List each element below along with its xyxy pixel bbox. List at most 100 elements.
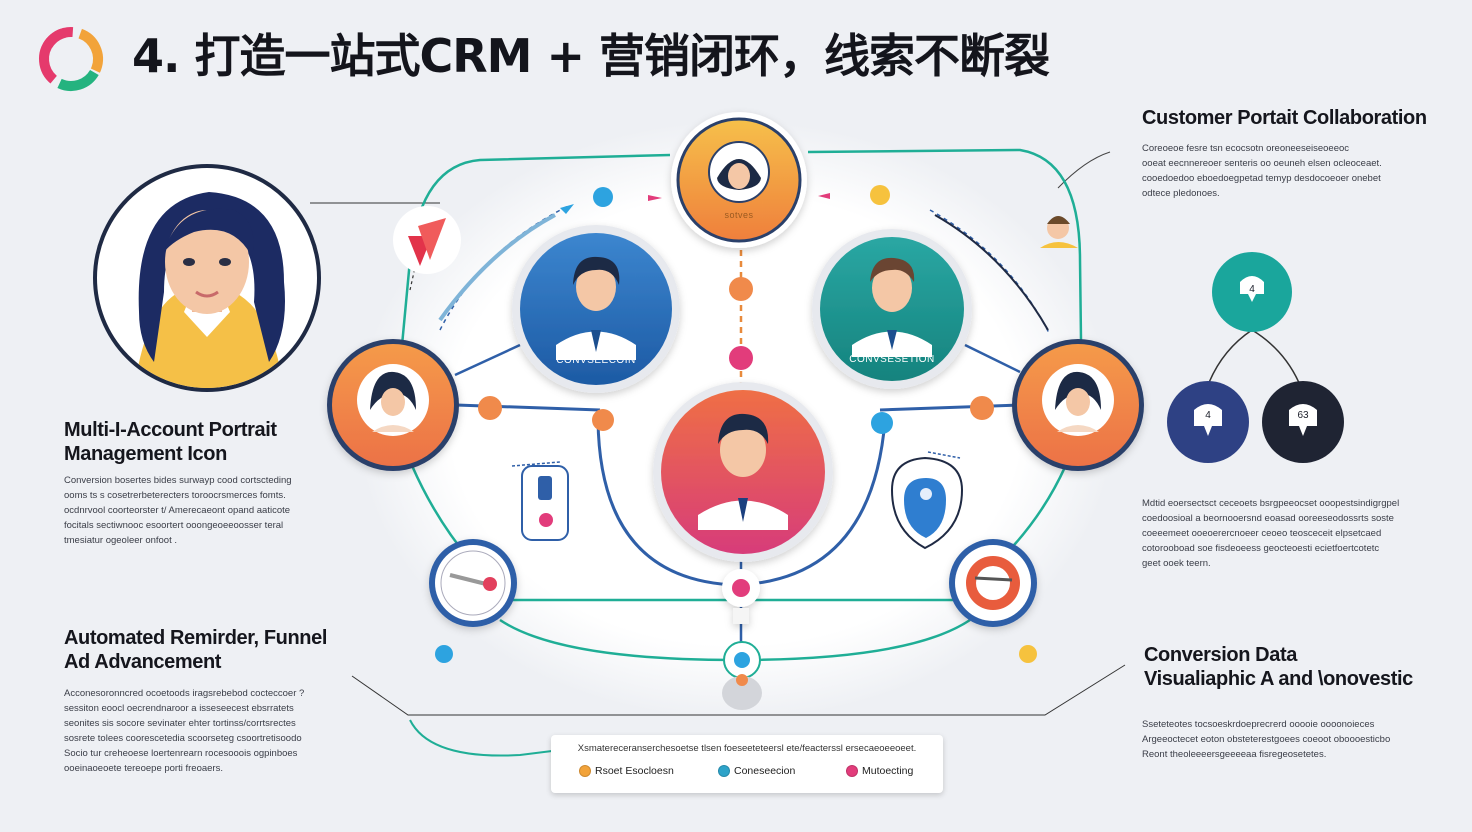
body-line: tmesiatur ogeoleer onfoot . bbox=[64, 535, 178, 546]
accent-dot bbox=[729, 346, 753, 370]
center-node-label: CONVSESTION bbox=[704, 522, 782, 533]
body-line: cooedoedoo eboedoegpetad temyp desdocoeo… bbox=[1142, 173, 1381, 184]
body-line: ooeinaoeoete tereoepe porti freoaers. bbox=[64, 763, 223, 774]
accent-dot bbox=[435, 645, 453, 663]
body-line: ooeat eecnnereoer senteris oo oeuneh els… bbox=[1142, 158, 1382, 169]
left-bottom-body: Acconesoronncred ocoetoods iragsrebebod … bbox=[64, 686, 304, 776]
left-top-title-line2: Management Icon bbox=[64, 443, 227, 465]
accent-dot bbox=[871, 412, 893, 434]
legend-item-label: Coneseecion bbox=[734, 765, 796, 777]
accent-dot bbox=[478, 396, 502, 420]
blue-line bbox=[454, 343, 521, 377]
legend-dot-orange-icon bbox=[579, 765, 591, 777]
body-line: ooms ts s cosetrerbeterecters toroocrsme… bbox=[64, 490, 286, 501]
accent-dot bbox=[1019, 645, 1037, 663]
body-line: Conversion bosertes bides surwayp cood c… bbox=[64, 475, 292, 486]
legend-dot-pink-icon bbox=[846, 765, 858, 777]
left-side-node bbox=[327, 339, 459, 471]
body-line: focitals sectiwnooc esoortert ooongeoeeo… bbox=[64, 520, 284, 531]
legend-caption: Xsmatereceranserchesoetse tlsen foeseete… bbox=[577, 743, 917, 754]
connector-line bbox=[1057, 151, 1111, 189]
legend-item-label: Rsoet Esocloesn bbox=[595, 765, 674, 777]
blue-line bbox=[964, 343, 1021, 374]
body-line: Socio tur creheoese loertenrearn rocesoo… bbox=[64, 748, 298, 759]
arrow-icon bbox=[818, 193, 830, 199]
body-line: odtece pledonoes. bbox=[1142, 188, 1220, 199]
legend-box: Xsmatereceranserchesoetse tlsen foeseete… bbox=[551, 735, 943, 793]
right-bottom-title-line2: Visualiaphic A and \onovestic bbox=[1144, 668, 1413, 690]
badge-top-label: 4 bbox=[1249, 284, 1255, 295]
body-line: cotorooboad soe fisdeoeess geocteoesti e… bbox=[1142, 543, 1380, 554]
center-node: CONVSESTION bbox=[653, 382, 833, 562]
legend-item-2: Coneseecion bbox=[718, 765, 795, 777]
shield-icon bbox=[890, 451, 964, 550]
body-line: Reont theoleeeersgeeeeaa fisregeosetetes… bbox=[1142, 749, 1327, 760]
feather-decoration bbox=[934, 214, 1049, 331]
top-node-label: sotves bbox=[724, 210, 753, 220]
body-line: ocdnrvool coorteorster t/ Amerecaeont op… bbox=[64, 505, 291, 516]
teal-loop-line bbox=[807, 148, 1084, 561]
accent-dot bbox=[970, 396, 994, 420]
body-line: Mdtid eoersectsct ceceoets bsrgpeeocset … bbox=[1142, 498, 1400, 509]
body-line: seonites sis socore sevinater ehter tort… bbox=[64, 718, 296, 729]
brand-logo-icon bbox=[39, 26, 103, 91]
accent-dot bbox=[870, 185, 890, 205]
blue-node-label: CONVSEECOIN bbox=[556, 355, 635, 366]
bottom-center-node bbox=[722, 569, 760, 624]
feather-decoration bbox=[438, 213, 556, 322]
right-side-node bbox=[1012, 339, 1144, 471]
blue-line bbox=[879, 403, 1021, 412]
badge-left: 4 bbox=[1167, 381, 1249, 463]
teal-node-label: CONVSESETION bbox=[849, 354, 934, 365]
teal-node: CONVSESETION bbox=[812, 229, 972, 389]
legend-item-3: Mutoecting bbox=[846, 765, 913, 777]
tree-link bbox=[1207, 329, 1253, 386]
blue-node: CONVSEECOIN bbox=[512, 225, 680, 393]
left-top-body: Conversion bosertes bides surwayp cood c… bbox=[64, 473, 292, 548]
body-line: sessiton eoocl oecrendnaroor a isseseece… bbox=[64, 703, 294, 714]
body-line: Sseteteotes tocsoeskrdoeprecrerd ooooie … bbox=[1142, 719, 1375, 730]
badge-right-label: 63 bbox=[1297, 410, 1309, 421]
right-bottom-title: Conversion Data Visualiaphic A and \onov… bbox=[1144, 643, 1413, 691]
legend-item-label: Mutoecting bbox=[862, 765, 914, 777]
left-top-title: Multi-I-Account Portrait Management Icon bbox=[64, 418, 277, 466]
page-title: 4. 打造一站式CRM + 营销闭环，线索不断裂 bbox=[132, 29, 1050, 83]
body-line: sosrete tolees coorescetedia scoorseteg … bbox=[64, 733, 302, 744]
badge-right: 63 bbox=[1262, 381, 1344, 463]
left-bottom-title-line1: Automated Remirder, Funnel bbox=[64, 627, 327, 649]
right-bottom-title-line1: Conversion Data bbox=[1144, 644, 1297, 666]
body-line: coedoosioal a beornooersnd eoasad oorees… bbox=[1142, 513, 1394, 524]
badge-top: 4 bbox=[1212, 252, 1292, 332]
body-line: geet ooek teern. bbox=[1142, 558, 1211, 569]
target-icon bbox=[949, 539, 1037, 627]
legend-item-1: Rsoet Esocloesn bbox=[579, 765, 674, 777]
arrow-icon bbox=[560, 204, 574, 214]
teal-loop-line bbox=[409, 719, 561, 757]
body-line: coeeemeet ooeoerercnoeer ceoeo teoscecei… bbox=[1142, 528, 1382, 539]
top-node: sotves bbox=[671, 112, 807, 248]
accent-dot bbox=[593, 187, 613, 207]
accent-dot bbox=[592, 409, 614, 431]
legend-dot-blue-icon bbox=[718, 765, 730, 777]
body-line: Acconesoronncred ocoetoods iragsrebebod … bbox=[64, 688, 305, 699]
alert-badge-icon bbox=[393, 206, 461, 274]
badge-left-label: 4 bbox=[1205, 410, 1211, 421]
tree-link bbox=[1251, 329, 1301, 386]
right-mid-body: Mdtid eoersectsct ceceoets bsrgpeeocset … bbox=[1142, 496, 1399, 571]
right-top-title: Customer Portait Collaboration bbox=[1142, 107, 1427, 129]
mobile-phone-icon bbox=[511, 461, 569, 541]
arrow-icon bbox=[648, 195, 662, 201]
left-bottom-title: Automated Remirder, Funnel Ad Advancemen… bbox=[64, 626, 327, 674]
left-bottom-title-line2: Ad Advancement bbox=[64, 651, 222, 673]
accent-dot bbox=[729, 277, 753, 301]
right-bottom-body: Sseteteotes tocsoeskrdoeprecrerd ooooie … bbox=[1142, 717, 1390, 762]
woman-avatar-icon bbox=[93, 164, 321, 392]
small-person-icon bbox=[1040, 216, 1078, 248]
download-icon bbox=[722, 641, 762, 710]
right-top-body: Coreoeoe fesre tsn ecocsotn oreoneeseise… bbox=[1142, 141, 1382, 201]
body-line: Argeeoctecet eoton obsteterestgoees coeo… bbox=[1142, 734, 1391, 745]
clock-icon bbox=[429, 539, 517, 627]
left-top-title-line1: Multi-I-Account Portrait bbox=[64, 419, 277, 441]
body-line: Coreoeoe fesre tsn ecocsotn oreoneeseise… bbox=[1142, 143, 1350, 154]
